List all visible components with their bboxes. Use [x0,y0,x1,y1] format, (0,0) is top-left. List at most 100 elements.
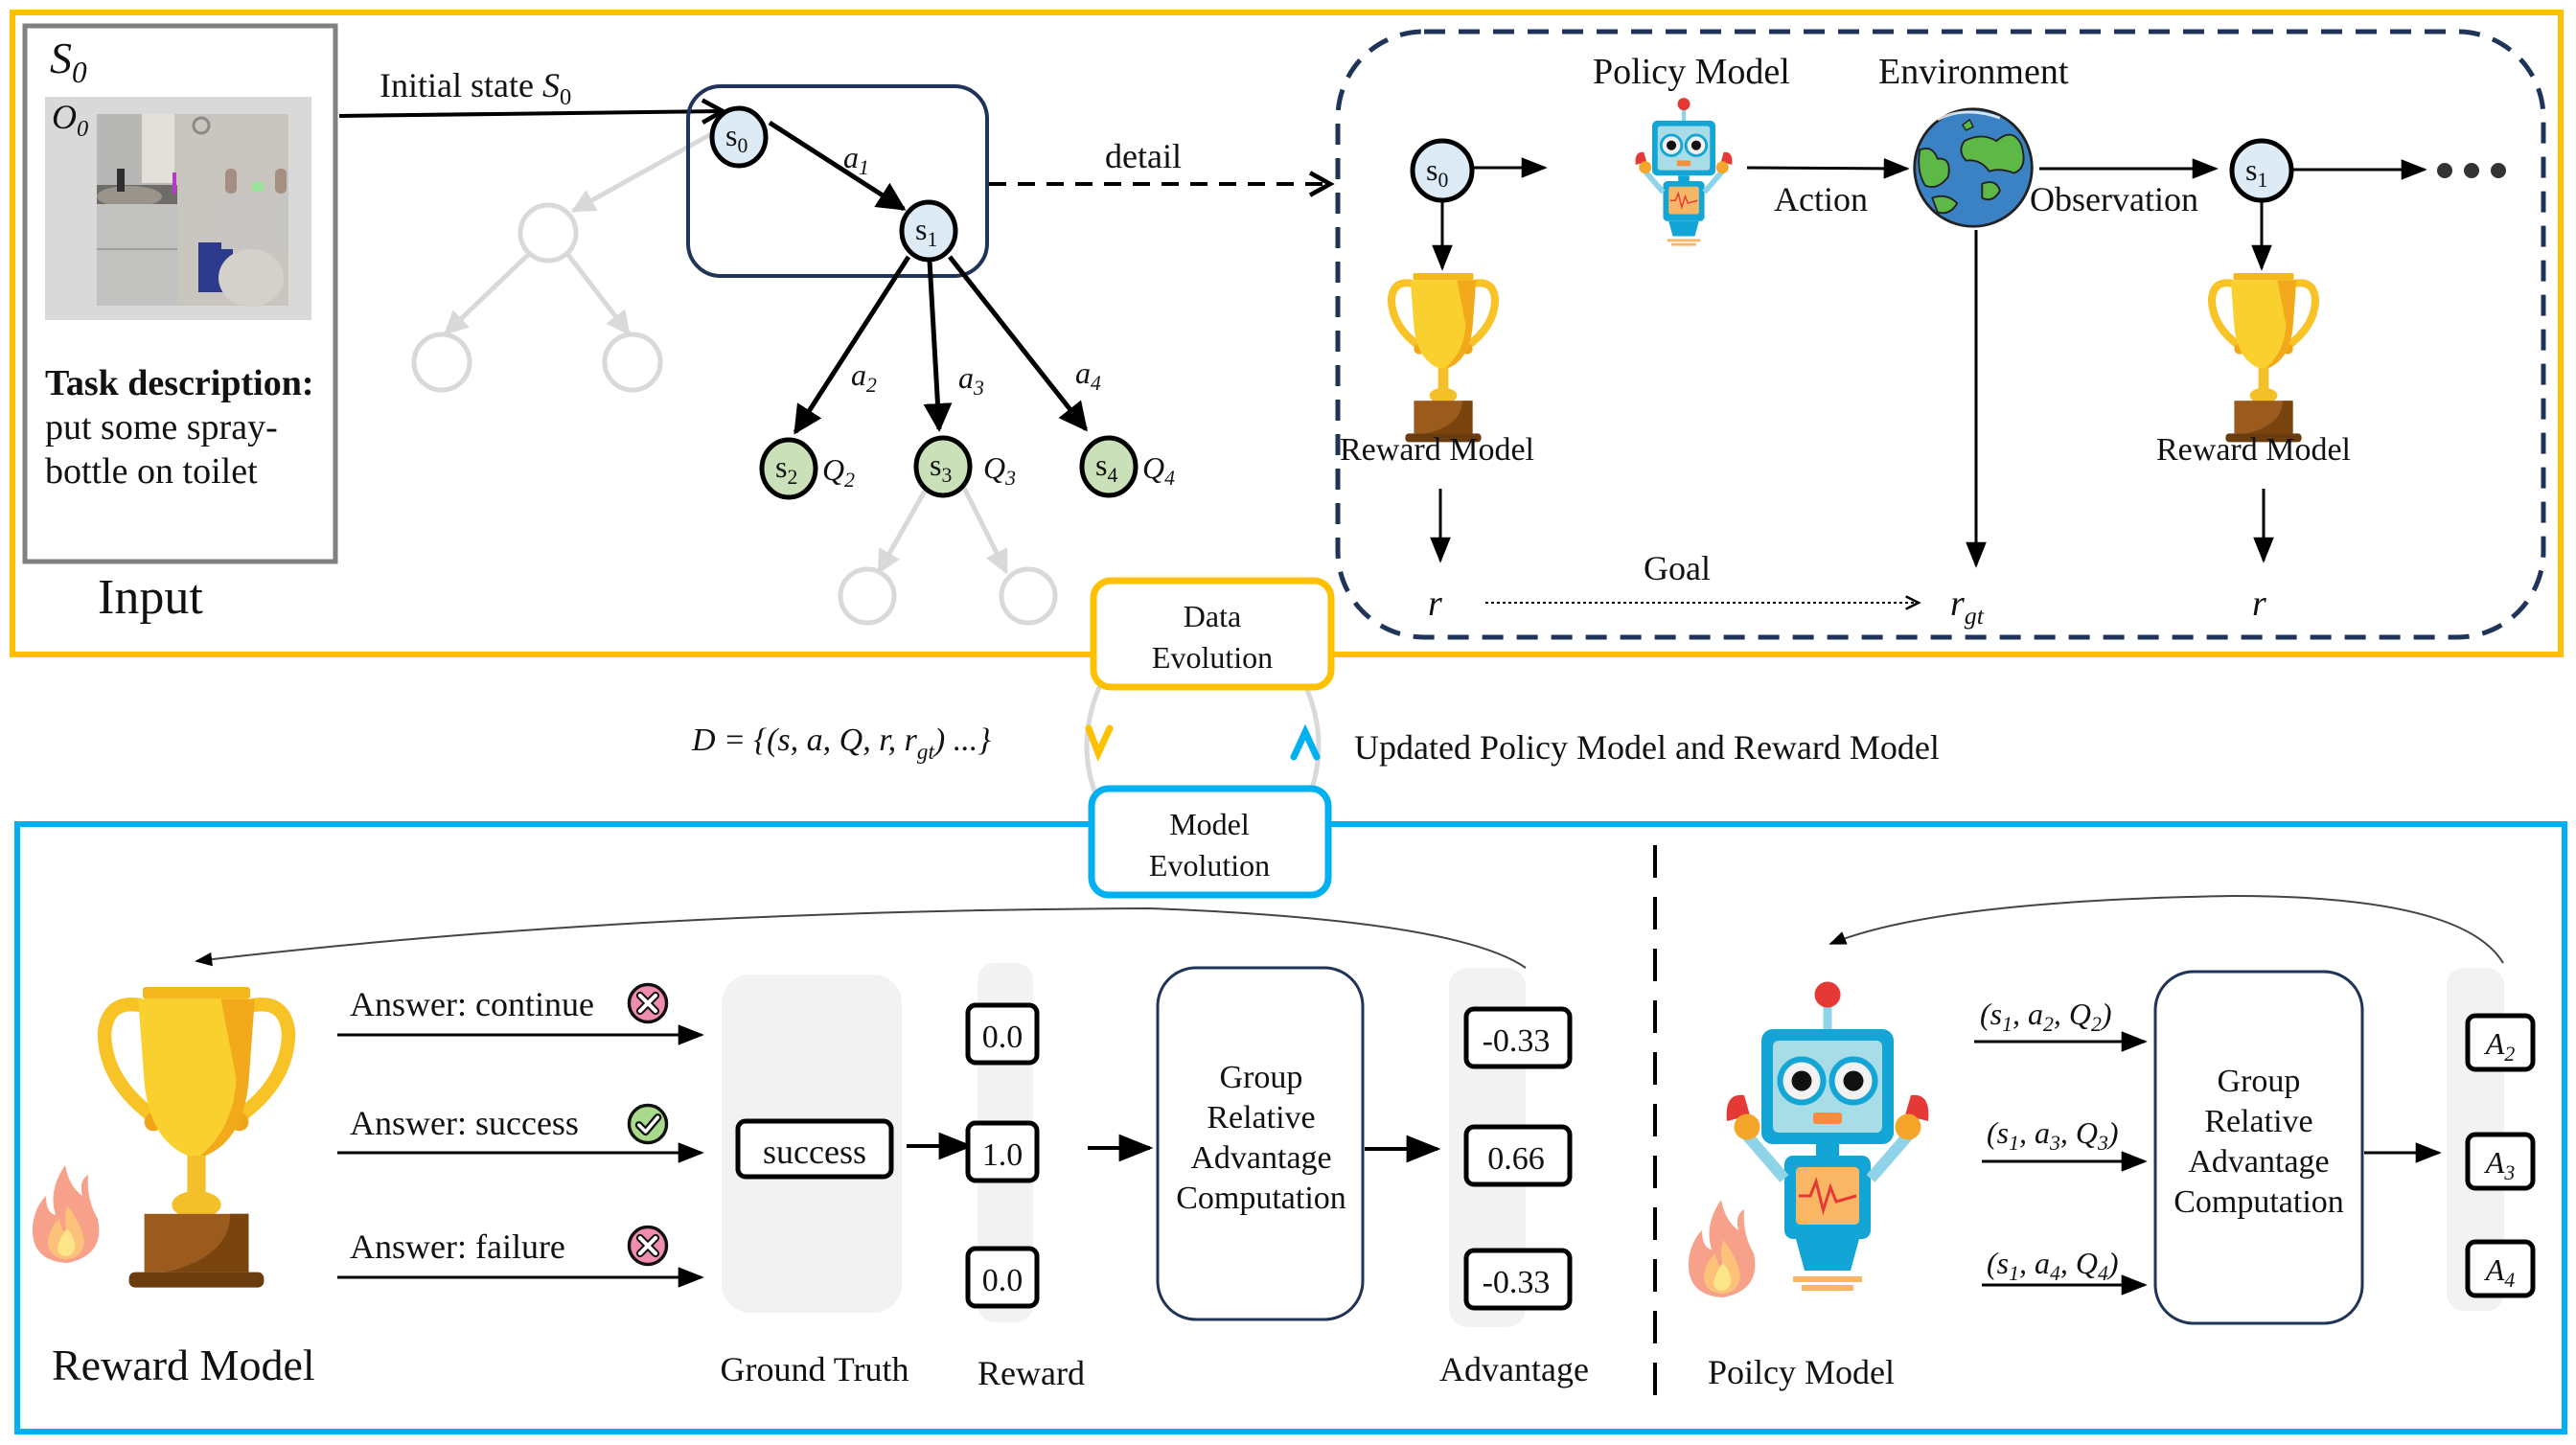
tree-node-s4[interactable]: s4 Q4 [1079,435,1175,498]
policy-feedback-arc [1828,894,2504,964]
grac-line: Group [1220,1060,1303,1095]
task-description-line-1: put some spray- [45,407,278,447]
reward-r-gt: rgt [1950,584,1985,630]
input-panel: S0 O0 Task description: put some spray- … [22,23,338,625]
svg-text:Evolution: Evolution [1152,640,1273,675]
tree-node-s3[interactable]: s3 Q3 [913,435,1016,498]
tuple-label: (s1, a4, Q4) [1987,1246,2119,1285]
svg-text:Data: Data [1184,599,1241,633]
advantage-value: -0.33 [1483,1023,1551,1059]
grac-line: Advantage [1190,1140,1331,1176]
advantage-value-box [1463,1006,1573,1069]
grac-line: Advantage [2188,1144,2329,1180]
tuple-label: (s1, a2, Q2) [1980,997,2112,1036]
advantage-symbol: A4 [2484,1252,2516,1292]
q-value-label: Q2 [822,452,855,492]
svg-text:s1: s1 [2245,152,2267,192]
detail-node-s1[interactable]: s1 [2229,138,2294,203]
reward-value-box [965,1246,1040,1309]
input-state-label: S0 [50,34,87,89]
detail-node-s0[interactable]: s0 [1410,138,1475,203]
x-circle-icon [629,984,666,1021]
environment-title: Environment [1878,52,2069,92]
model-up-chevron-icon [1290,723,1321,761]
faded-node [411,332,472,393]
answer-continue-label: Answer: continue [350,985,594,1023]
input-caption: Input [98,570,203,625]
edge-a4 [948,255,1088,432]
group-relative-advantage-box-policy [2153,970,2364,1325]
reward-feedback-arc [195,906,1527,969]
reward-value: 0.0 [982,1263,1024,1298]
svg-text:s4: s4 [1095,447,1117,487]
action-arrow [1746,158,1910,179]
svg-text:s0: s0 [725,118,748,157]
action-label-a4: a4 [1075,356,1101,395]
reward-model-caption: Reward Model [52,1341,315,1389]
advantage-symbol-box [2465,1013,2536,1072]
reward-value-box [965,1002,1040,1066]
detail-panel [1335,29,2546,640]
grac-line: Computation [1176,1181,1346,1216]
goal-label: Goal [1644,549,1711,587]
faded-subtree-left [411,131,713,393]
faded-node [602,332,663,393]
faded-node [518,202,579,264]
q-value-label: Q3 [983,450,1016,490]
reward-value-box [965,1120,1040,1183]
advantage-caption: Advantage [1439,1350,1589,1388]
answer-failure-label: Answer: failure [350,1227,565,1266]
tree-node-s0[interactable]: s0 [709,105,769,169]
detail-highlight-box[interactable] [686,84,989,278]
action-label-a1: a1 [843,140,869,179]
model-evolution-button[interactable]: Model Evolution [1088,785,1332,899]
policy-model-caption: Poilcy Model [1708,1353,1895,1391]
ellipsis-icon [2437,163,2506,178]
environment-globe-icon [1913,107,2034,228]
reward-value: 0.0 [982,1020,1024,1055]
ground-truth-box [735,1118,894,1180]
ground-truth-caption: Ground Truth [720,1350,908,1388]
policy-model-training: Poilcy Model (s1, a2, Q2) (s1, a3, Q3) (… [1688,894,2536,1391]
reward-r-right: r [2252,584,2266,624]
reward-value: 1.0 [982,1137,1024,1173]
faded-node [999,566,1058,626]
svg-text:Evolution: Evolution [1149,848,1270,883]
svg-text:Model: Model [1169,807,1250,841]
reward-model-trophy-icon-right [2212,273,2315,442]
advantage-value-box [1463,1124,1573,1187]
action-label-a3: a3 [958,360,984,400]
policy-model-title: Policy Model [1593,52,1790,92]
detail-flow: Policy Model Environment s0 Action Obser… [1340,52,2506,630]
grac-line: Relative [2204,1104,2312,1139]
tree-node-s1[interactable]: s1 [899,199,958,263]
grac-line: Group [2218,1064,2301,1099]
reward-caption: Reward [978,1354,1085,1392]
observation-label: O0 [52,98,88,142]
dataset-formula: D = {(s, a, Q, r, rgt) ...} [691,722,991,765]
tree-node-s2[interactable]: s2 Q2 [759,437,855,500]
q-value-label: Q4 [1142,450,1175,490]
advantage-value-box [1463,1248,1573,1311]
svg-text:s1: s1 [915,212,937,251]
training-flame-icon [32,1165,100,1263]
svg-text:s3: s3 [930,447,952,487]
action-label-a2: a2 [851,357,877,397]
reward-model-training: Reward Model Answer: continue Answer: su… [32,906,1589,1392]
task-description-line-2: bottle on toilet [45,451,258,492]
data-evolution-button[interactable]: Data Evolution [1090,577,1335,691]
advantage-value: -0.33 [1483,1265,1551,1300]
faded-node [838,566,897,626]
grac-line: Relative [1207,1100,1315,1135]
advantage-value: 0.66 [1487,1141,1545,1177]
policy-model-robot-icon-large [1727,982,1929,1300]
reward-model-trophy-icon-left [1392,273,1495,442]
data-evolution-frame [10,10,2564,657]
observation-image [97,114,288,307]
edge-a2 [793,255,911,435]
observation-label: Observation [2030,180,2198,218]
faded-subtree-bottom [838,484,1058,626]
edge-a1 [768,120,907,212]
check-circle-icon [629,1105,666,1142]
